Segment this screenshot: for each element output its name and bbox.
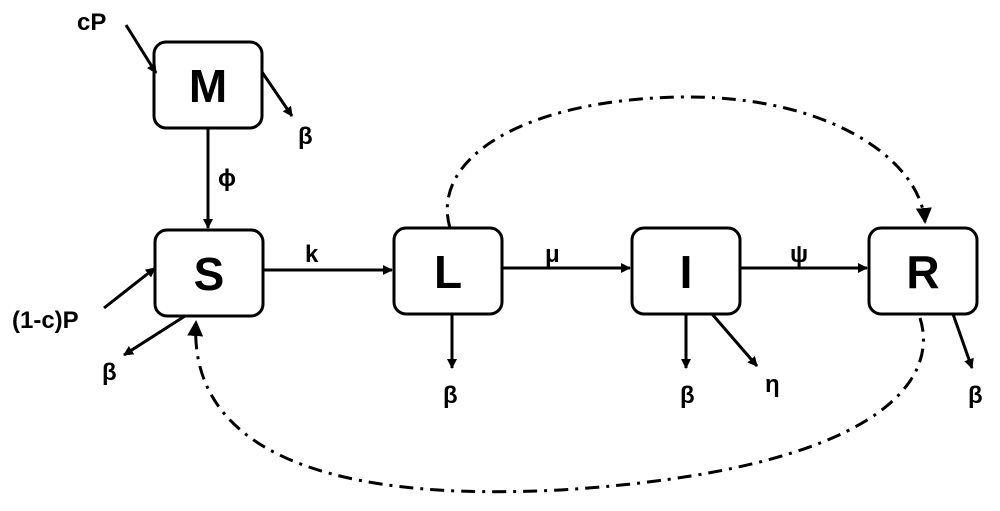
- label-beta-r: β: [968, 382, 983, 409]
- arrow-cp-to-m: [124, 24, 158, 74]
- node-s-label: S: [194, 248, 225, 300]
- curve-l-to-r: [445, 95, 932, 229]
- label-beta-l: β: [443, 382, 458, 409]
- label-beta-i: β: [680, 382, 695, 409]
- label-k: k: [305, 241, 319, 268]
- node-i: I: [630, 226, 742, 316]
- arrow-r-to-beta: [951, 313, 974, 369]
- label-beta-m: β: [298, 123, 313, 150]
- label-beta-s: β: [102, 359, 117, 386]
- label-one-minus-c-p: (1-c)P: [12, 307, 79, 334]
- label-phi: ϕ: [218, 165, 236, 192]
- label-eta: η: [765, 371, 780, 398]
- node-l-label: L: [434, 246, 462, 298]
- node-m: M: [152, 40, 264, 130]
- curve-r-to-s: [187, 317, 925, 494]
- label-mu: μ: [545, 241, 560, 268]
- node-s: S: [153, 228, 265, 318]
- node-r-label: R: [906, 246, 939, 298]
- node-i-label: I: [680, 246, 693, 298]
- label-cp: cP: [77, 9, 106, 36]
- arrow-s-to-beta: [123, 314, 186, 357]
- arrow-i-to-eta: [710, 313, 759, 367]
- node-l: L: [392, 226, 504, 316]
- arrow-m-to-beta: [260, 71, 294, 117]
- node-r: R: [867, 226, 979, 316]
- arrow-in-to-s: [103, 266, 156, 310]
- label-psi: ψ: [790, 241, 808, 268]
- node-m-label: M: [189, 60, 227, 112]
